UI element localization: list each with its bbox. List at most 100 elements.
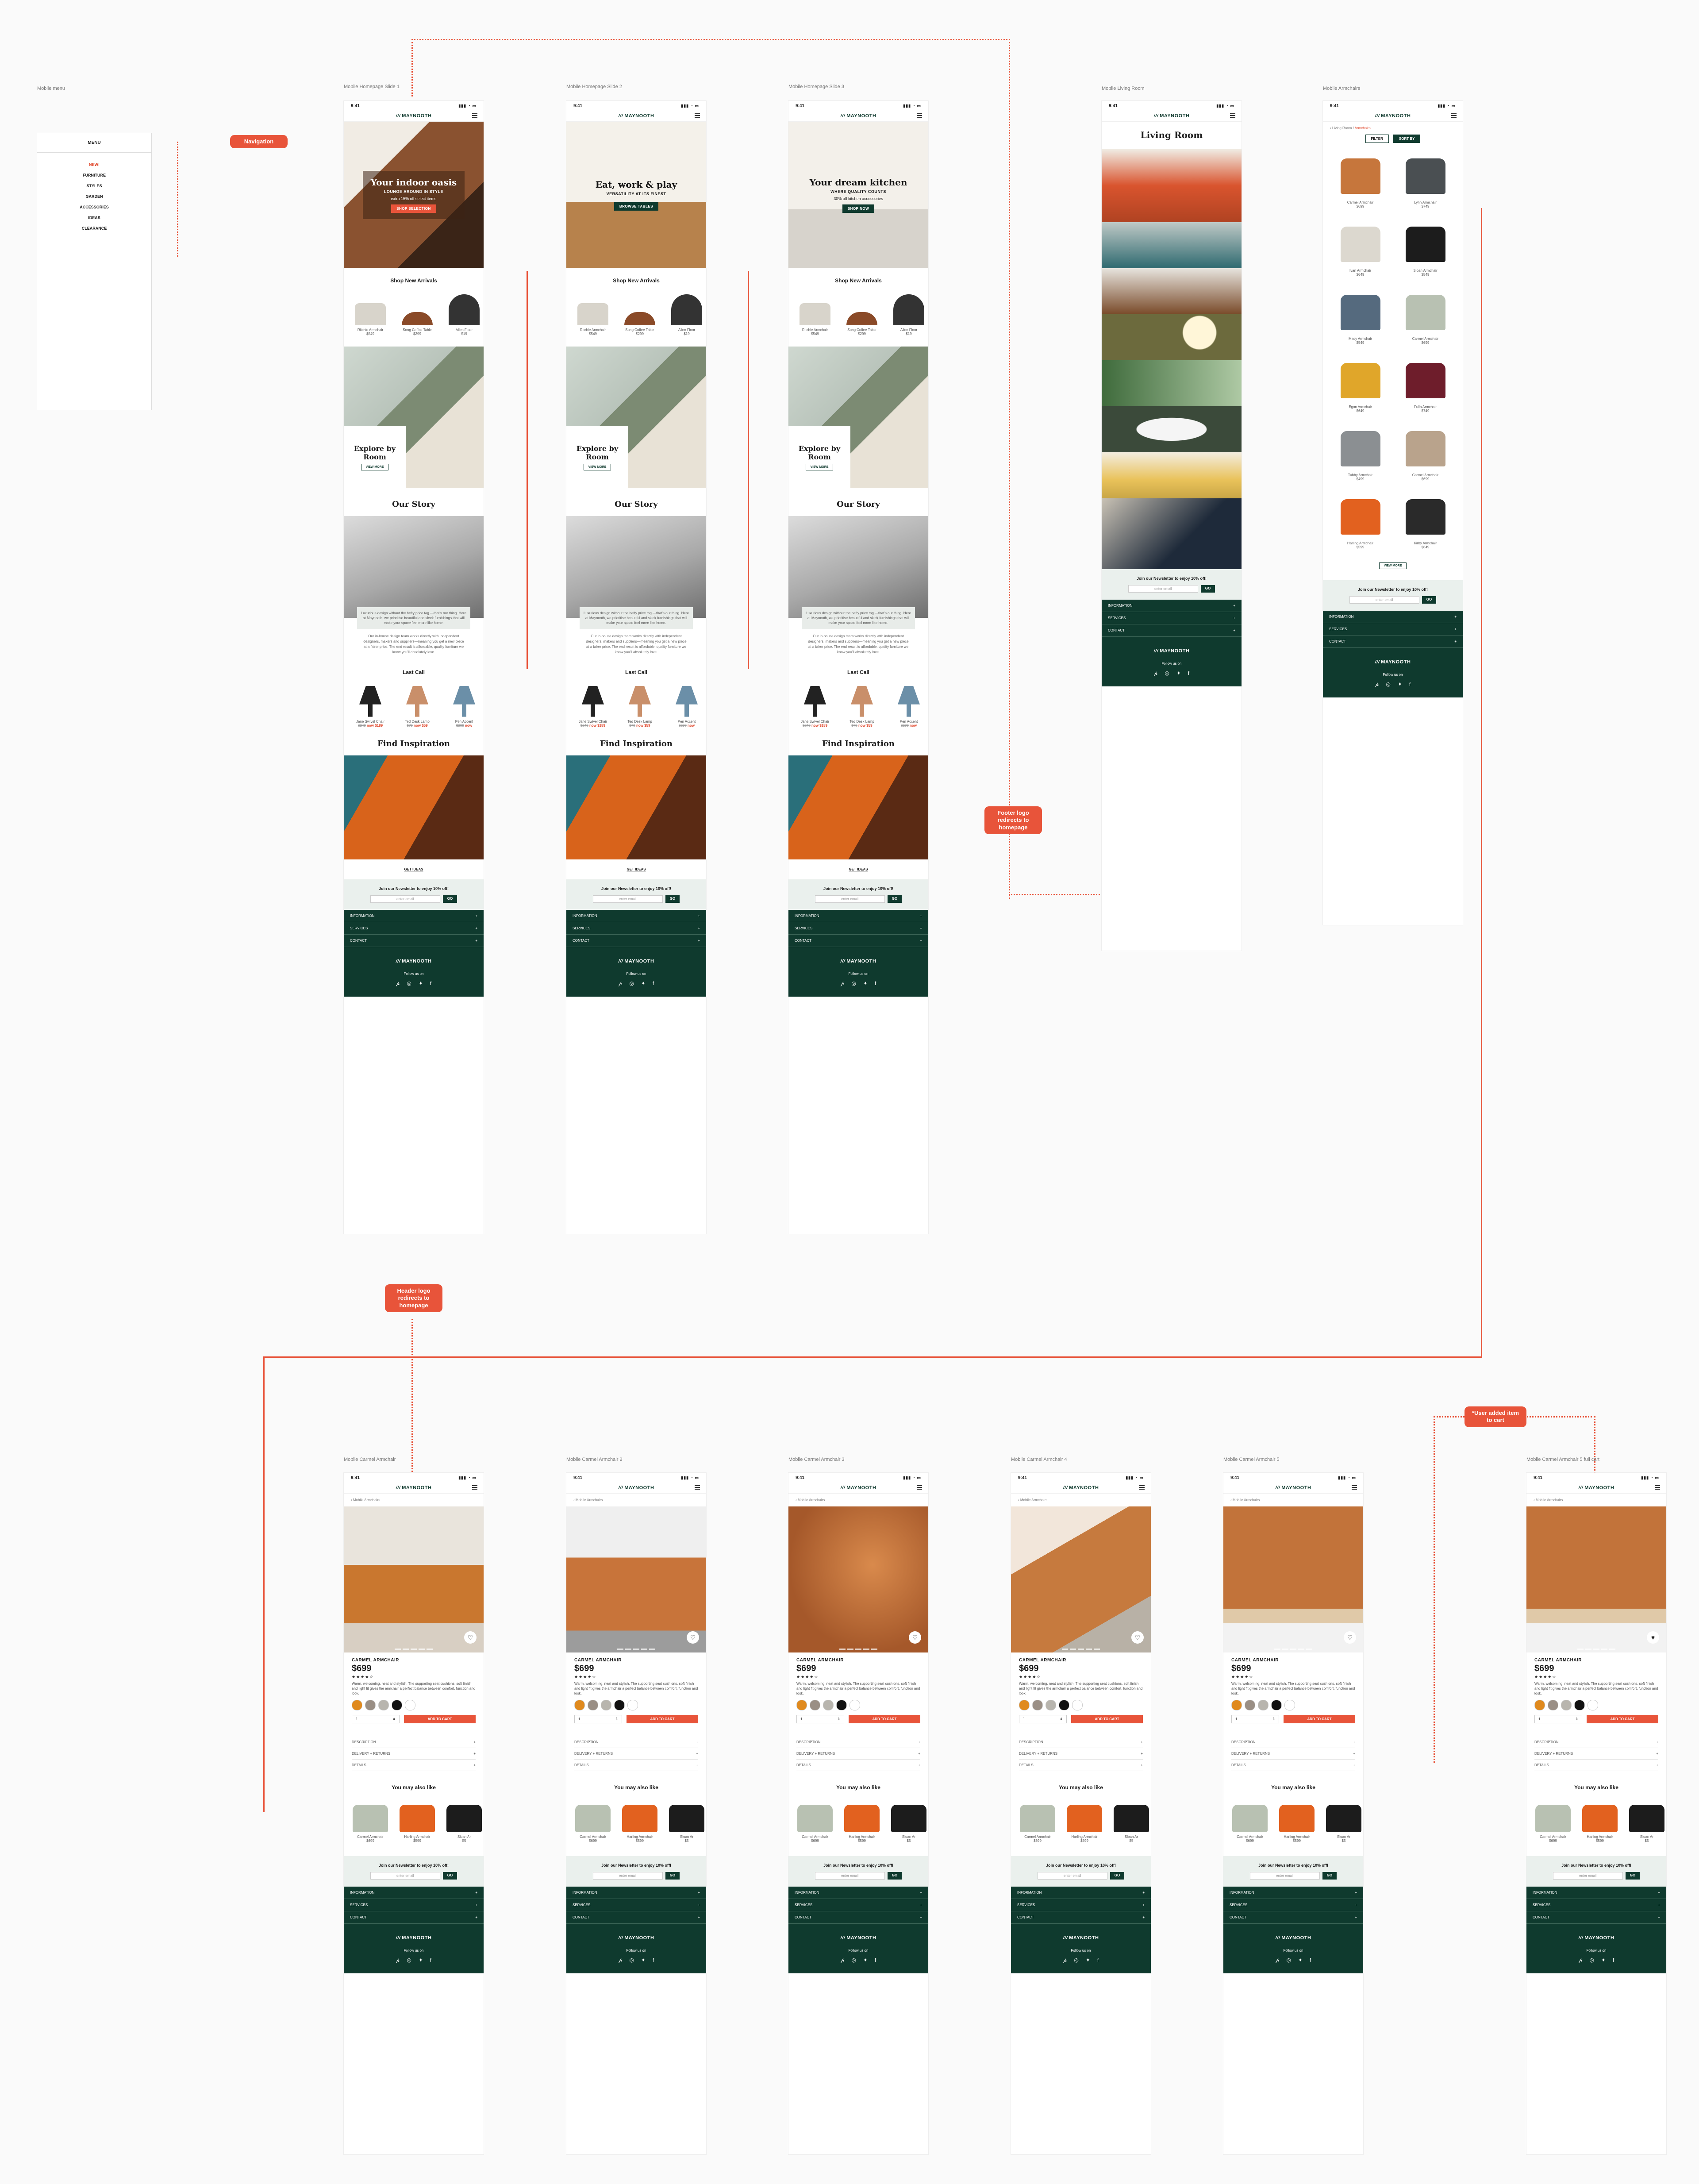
back-link[interactable]: ‹ Mobile Armchairs bbox=[1534, 1498, 1563, 1502]
header-logo[interactable]: ///MAYNOOTH bbox=[396, 113, 432, 119]
facebook-icon[interactable]: f bbox=[430, 1957, 432, 1963]
product-card[interactable]: Jane Swivel Chair$249 now $189 bbox=[573, 682, 613, 728]
add-to-cart-button[interactable]: ADD TO CART bbox=[1587, 1714, 1658, 1723]
instagram-icon[interactable]: ◎ bbox=[407, 980, 411, 986]
product-card[interactable]: Sloan Armchair$549 bbox=[1395, 220, 1456, 277]
newsletter-go-button[interactable]: GO bbox=[665, 895, 680, 903]
accordion-information[interactable]: INFORMATION+ bbox=[566, 1887, 706, 1899]
gallery-dots[interactable] bbox=[344, 1649, 484, 1650]
twitter-icon[interactable]: ✦ bbox=[863, 1957, 868, 1963]
product-card[interactable]: Sloan Ar$5 bbox=[1323, 1797, 1363, 1843]
view-more-button[interactable]: VIEW MORE bbox=[583, 463, 611, 470]
header-logo[interactable]: ///MAYNOOTH bbox=[1275, 1485, 1311, 1491]
back-link[interactable]: ‹ Mobile Armchairs bbox=[796, 1498, 825, 1502]
color-swatch[interactable] bbox=[365, 1699, 376, 1710]
gallery-dots[interactable] bbox=[1011, 1649, 1151, 1650]
hamburger-icon[interactable] bbox=[695, 1485, 700, 1490]
accordion-delivery[interactable]: DELIVERY + RETURNS+ bbox=[352, 1748, 476, 1760]
add-to-cart-button[interactable]: ADD TO CART bbox=[1284, 1714, 1355, 1723]
product-card[interactable]: Carmel Armchair$699 bbox=[1395, 288, 1456, 345]
accordion-information[interactable]: INFORMATION+ bbox=[344, 1887, 484, 1899]
quantity-stepper[interactable]: 1⇕ bbox=[1019, 1714, 1067, 1723]
email-input[interactable]: enter email bbox=[815, 895, 885, 903]
color-swatch[interactable] bbox=[352, 1699, 362, 1710]
accordion-information[interactable]: INFORMATION+ bbox=[1102, 600, 1242, 612]
color-swatch[interactable] bbox=[1271, 1699, 1282, 1710]
footer-logo[interactable]: ///MAYNOOTH bbox=[618, 958, 654, 964]
hero-cta-button[interactable]: BROWSE TABLES bbox=[614, 202, 659, 211]
tile-media[interactable] bbox=[1102, 268, 1242, 314]
instagram-icon[interactable]: ◎ bbox=[1074, 1957, 1079, 1963]
accordion-services[interactable]: SERVICES+ bbox=[1526, 1899, 1666, 1911]
color-swatch[interactable] bbox=[1258, 1699, 1268, 1710]
twitter-icon[interactable]: ✦ bbox=[641, 980, 646, 986]
product-card[interactable]: Harling Armchair$599 bbox=[1580, 1797, 1620, 1843]
accordion-services[interactable]: SERVICES+ bbox=[1323, 623, 1463, 636]
accordion-services[interactable]: SERVICES+ bbox=[566, 922, 706, 935]
hamburger-icon[interactable] bbox=[472, 113, 477, 118]
accordion-services[interactable]: SERVICES+ bbox=[788, 1899, 928, 1911]
newsletter-go-button[interactable]: GO bbox=[887, 895, 902, 903]
accordion-delivery[interactable]: DELIVERY + RETURNS+ bbox=[1534, 1748, 1658, 1760]
hamburger-icon[interactable] bbox=[1139, 1485, 1145, 1490]
product-card[interactable]: Song Coffee Table$299 bbox=[397, 290, 438, 336]
accordion-contact[interactable]: CONTACT+ bbox=[788, 935, 928, 947]
instagram-icon[interactable]: ◎ bbox=[1386, 681, 1391, 687]
quantity-stepper[interactable]: 1⇕ bbox=[1534, 1714, 1582, 1723]
accordion-details[interactable]: DETAILS+ bbox=[796, 1760, 920, 1771]
wishlist-heart-icon[interactable]: ♡ bbox=[1131, 1631, 1144, 1644]
accordion-details[interactable]: DETAILS+ bbox=[574, 1760, 698, 1771]
accordion-contact[interactable]: CONTACT+ bbox=[1223, 1911, 1363, 1924]
accordion-description[interactable]: DESCRIPTION+ bbox=[1019, 1737, 1143, 1748]
pinterest-icon[interactable]: 𝓅 bbox=[1063, 1957, 1067, 1963]
email-input[interactable]: enter email bbox=[370, 1872, 440, 1880]
hamburger-icon[interactable] bbox=[917, 113, 922, 118]
product-card[interactable]: Harling Armchair$599 bbox=[1330, 493, 1391, 549]
footer-logo[interactable]: ///MAYNOOTH bbox=[840, 958, 876, 964]
product-card[interactable]: Song Coffee Table$299 bbox=[619, 290, 660, 336]
hamburger-icon[interactable] bbox=[1655, 1485, 1660, 1490]
menu-item-furniture[interactable]: FURNITURE bbox=[83, 173, 106, 177]
instagram-icon[interactable]: ◎ bbox=[1589, 1957, 1594, 1963]
newsletter-go-button[interactable]: GO bbox=[665, 1872, 680, 1880]
quantity-stepper[interactable]: 1⇕ bbox=[352, 1714, 400, 1723]
product-card[interactable]: Jane Swivel Chair$249 now $189 bbox=[350, 682, 391, 728]
footer-logo[interactable]: ///MAYNOOTH bbox=[840, 1935, 876, 1941]
header-logo[interactable]: ///MAYNOOTH bbox=[618, 113, 654, 119]
email-input[interactable]: enter email bbox=[1037, 1872, 1107, 1880]
menu-item-new[interactable]: NEW! bbox=[89, 162, 100, 167]
pinterest-icon[interactable]: 𝓅 bbox=[1275, 1957, 1280, 1963]
instagram-icon[interactable]: ◎ bbox=[629, 1957, 634, 1963]
facebook-icon[interactable]: f bbox=[874, 1957, 876, 1963]
sort-button[interactable]: SORT BY bbox=[1393, 135, 1421, 143]
newsletter-go-button[interactable]: GO bbox=[442, 895, 457, 903]
product-card[interactable]: Allen Floor$19 bbox=[888, 290, 928, 336]
product-card[interactable]: Ted Desk Lamp$79 now $59 bbox=[842, 682, 882, 728]
pinterest-icon[interactable]: 𝓅 bbox=[1578, 1957, 1583, 1963]
footer-logo[interactable]: ///MAYNOOTH bbox=[396, 1935, 432, 1941]
footer-logo[interactable]: ///MAYNOOTH bbox=[618, 1935, 654, 1941]
newsletter-go-button[interactable]: GO bbox=[1422, 596, 1437, 604]
header-logo[interactable]: ///MAYNOOTH bbox=[1153, 113, 1190, 119]
accordion-information[interactable]: INFORMATION+ bbox=[1323, 611, 1463, 623]
instagram-icon[interactable]: ◎ bbox=[629, 980, 634, 986]
color-swatch[interactable] bbox=[1046, 1699, 1056, 1710]
accordion-services[interactable]: SERVICES+ bbox=[344, 922, 484, 935]
product-card[interactable]: Harling Armchair$599 bbox=[397, 1797, 438, 1843]
color-swatch[interactable] bbox=[836, 1699, 847, 1710]
twitter-icon[interactable]: ✦ bbox=[1397, 681, 1402, 687]
twitter-icon[interactable]: ✦ bbox=[1085, 1957, 1090, 1963]
accordion-details[interactable]: DETAILS+ bbox=[1534, 1760, 1658, 1771]
accordion-details[interactable]: DETAILS+ bbox=[1019, 1760, 1143, 1771]
footer-logo[interactable]: ///MAYNOOTH bbox=[1153, 648, 1190, 654]
accordion-contact[interactable]: CONTACT+ bbox=[566, 1911, 706, 1924]
menu-item-garden[interactable]: GARDEN bbox=[85, 194, 103, 199]
product-card[interactable]: Carmel Armchair$699 bbox=[573, 1797, 613, 1843]
accordion-contact[interactable]: CONTACT+ bbox=[344, 935, 484, 947]
accordion-delivery[interactable]: DELIVERY + RETURNS+ bbox=[1019, 1748, 1143, 1760]
product-card[interactable]: Sloan Ar$5 bbox=[444, 1797, 484, 1843]
email-input[interactable]: enter email bbox=[370, 895, 440, 903]
